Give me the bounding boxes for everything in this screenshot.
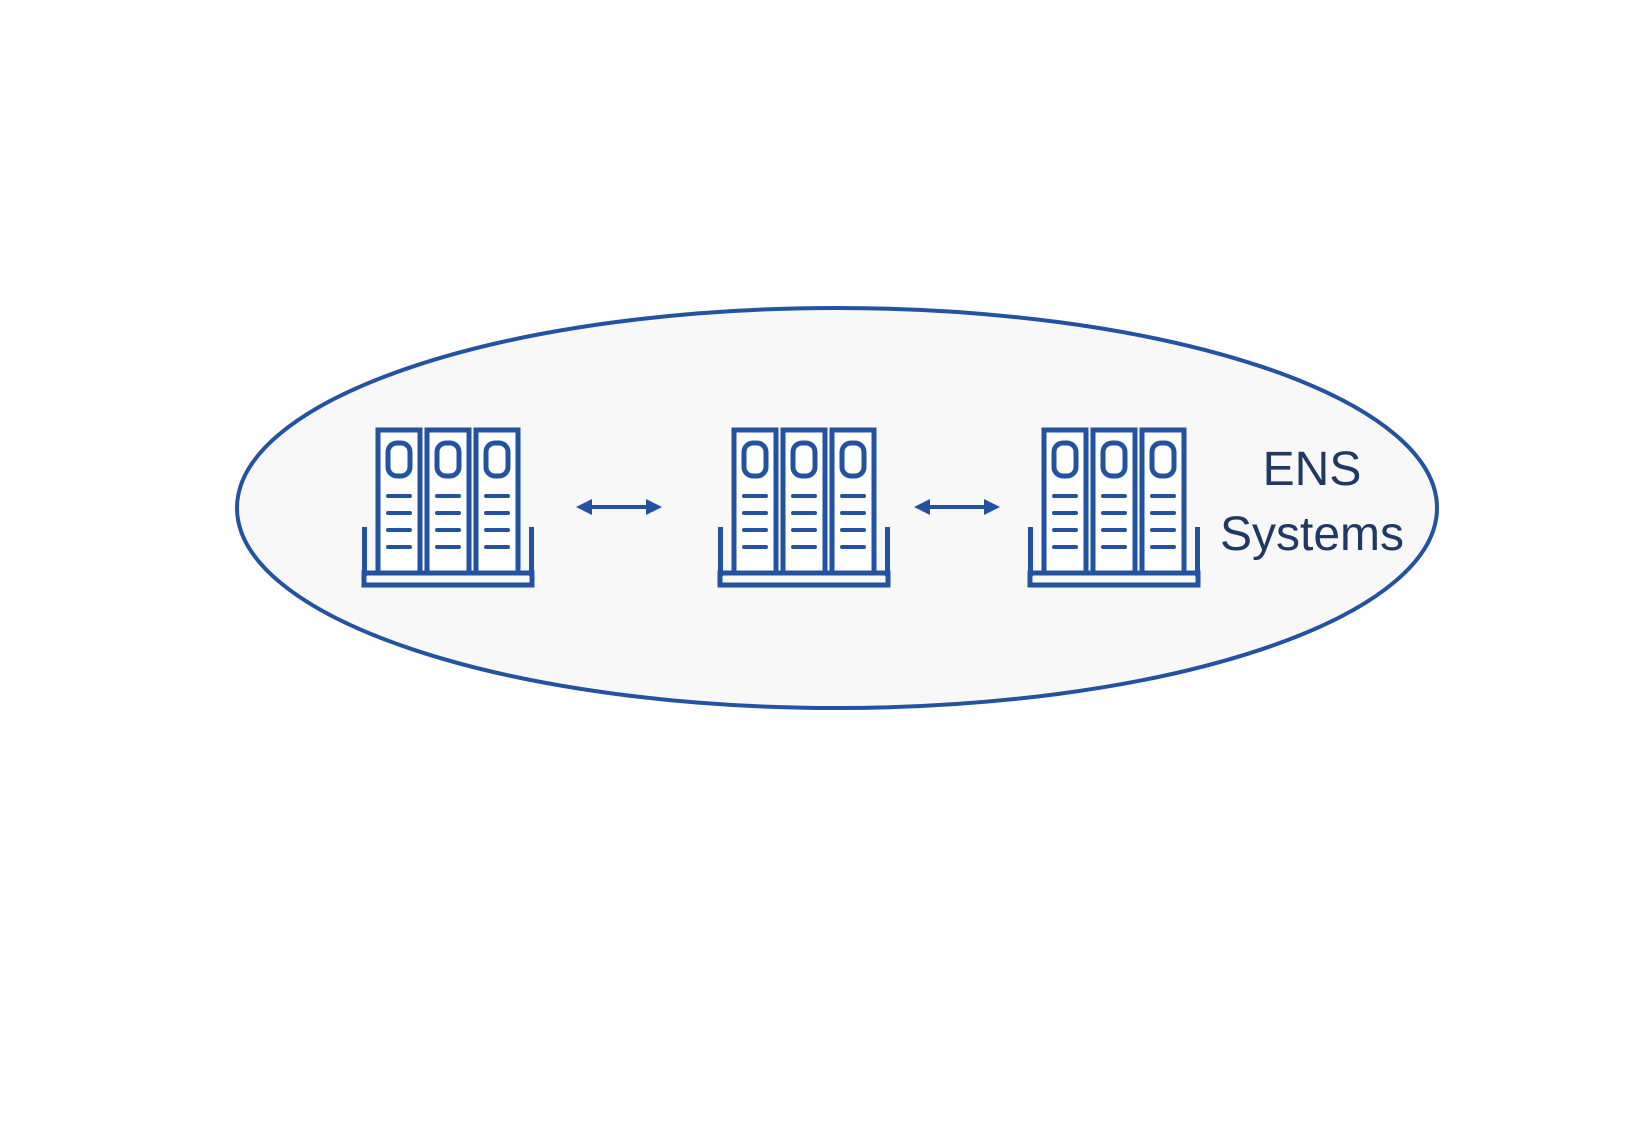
ens-systems-label-line1: ENS bbox=[1263, 443, 1362, 496]
server-rack-icon-1 bbox=[364, 430, 532, 585]
ens-systems-label-line2: Systems bbox=[1220, 508, 1404, 561]
ens-systems-label: ENS Systems bbox=[1220, 443, 1404, 561]
server-rack-icon-2 bbox=[720, 430, 888, 585]
server-rack-icon-3 bbox=[1030, 430, 1198, 585]
